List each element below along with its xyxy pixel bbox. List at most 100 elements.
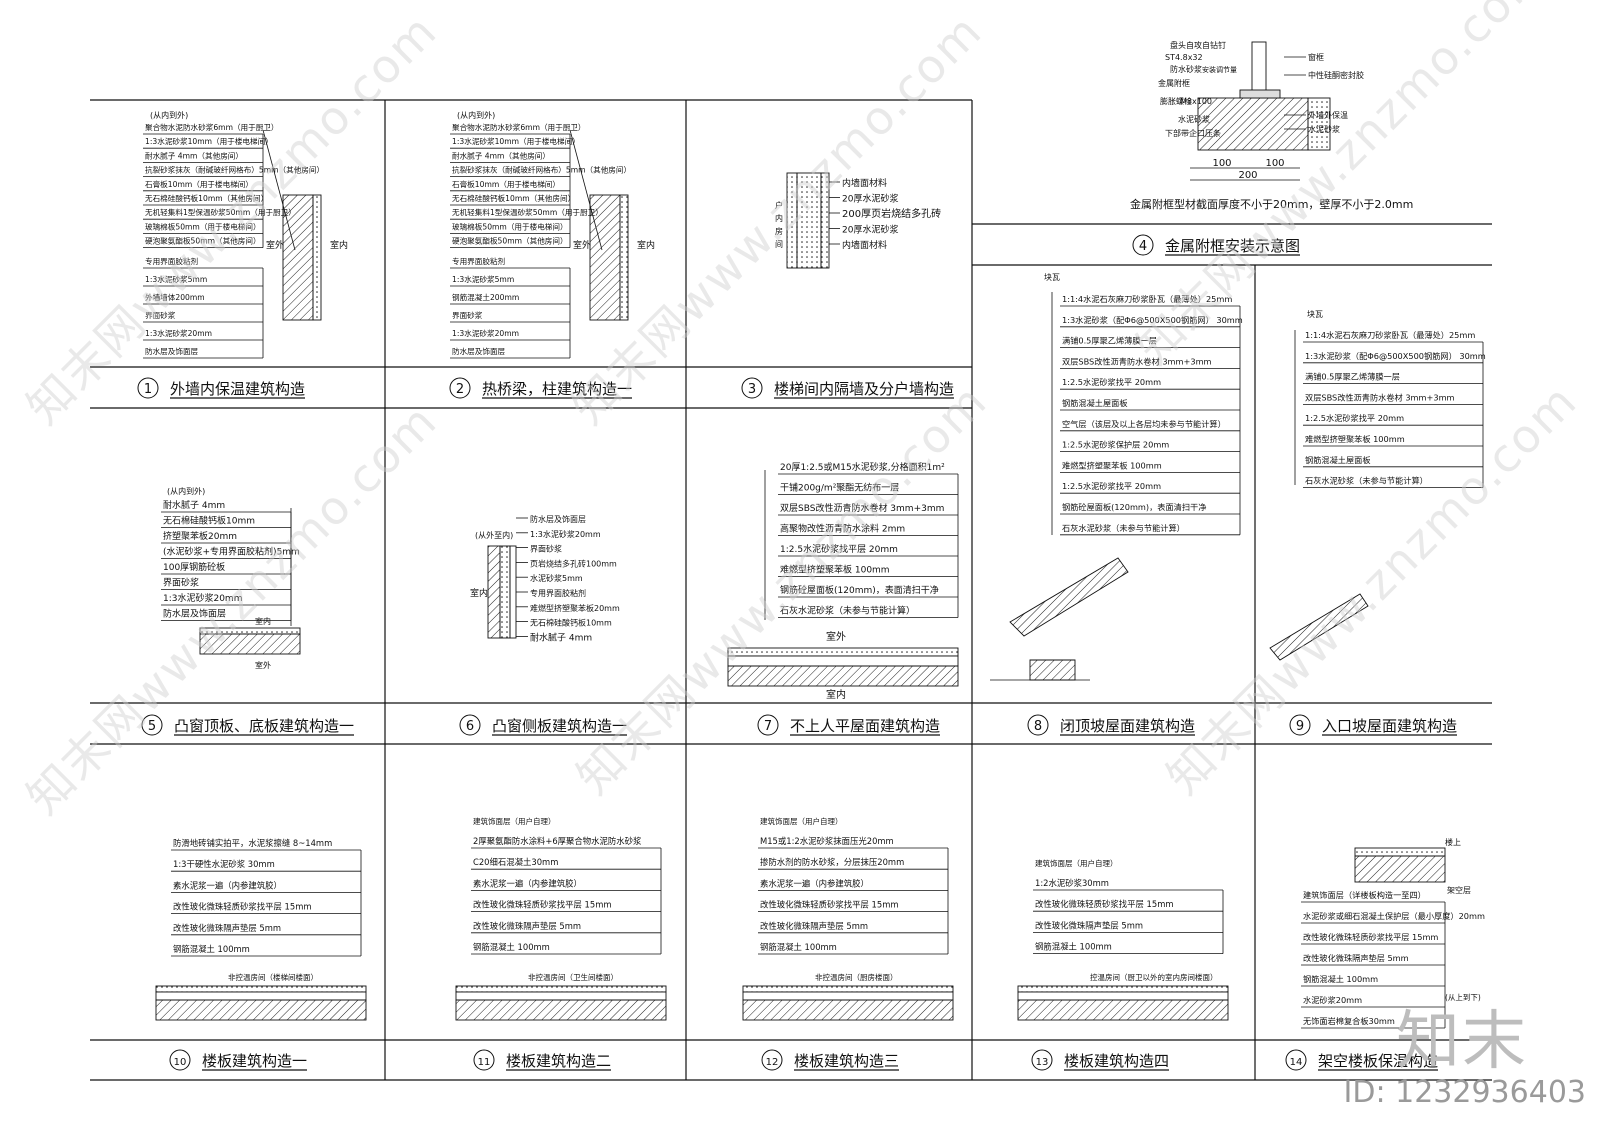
layer-text: M15或1:2水泥砂浆抹面压光20mm (760, 836, 894, 846)
label-left: 膨胀螺栓 (1160, 96, 1192, 106)
title-text: 凸窗顶板、底板建筑构造一 (174, 717, 354, 735)
slab-layer (199, 633, 301, 655)
detail-4-metal-frame: 盘头自攻自钻钉ST4.8x32防水砂浆金属附框膨胀螺栓M8x100水泥砂浆下部带… (1130, 40, 1413, 211)
protect-layer (727, 647, 959, 657)
layer-text: 改性玻化微珠轻质砂浆找平层 15mm (173, 902, 312, 912)
layer-finish-text: 硬泡聚氨酯板50mm（其他房间） (145, 236, 261, 246)
finish-layer (455, 985, 667, 993)
outside-label: 室外 (255, 660, 271, 670)
label-right: 外墙外保温 (1308, 110, 1348, 120)
title-number-circle (1285, 1049, 1307, 1071)
title-number-circle (473, 1049, 495, 1071)
layer-text: 双层SBS改性沥青防水卷材 3mm+3mm (1062, 356, 1212, 366)
finish-layer (1354, 847, 1446, 857)
layer-text: 改性玻化微珠隔声垫层 5mm (173, 923, 281, 933)
label-left: M8x100 (1180, 97, 1212, 106)
title-number: 12 (766, 1057, 779, 1068)
layer-text: 高聚物改性沥青防水涂料 2mm (780, 523, 905, 535)
layer-text: 1:3水泥砂浆20mm (530, 529, 601, 539)
layer-text: 20厚水泥砂浆 (842, 193, 898, 205)
layer-text: 钢筋混凝土 100mm (473, 942, 550, 952)
layer-text: 耐水腻子 4mm (530, 631, 592, 643)
layer-text: 石灰水泥砂浆（未参与节能计算） (1305, 476, 1428, 486)
slab-layer (742, 999, 954, 1021)
layer-text: 难燃型挤塑聚苯板 100mm (1062, 460, 1162, 470)
slab-layer (1017, 999, 1229, 1021)
label-mid: 安装调节量 (1202, 65, 1237, 74)
layer-finish-text: 玻璃棉板50mm（用于楼电梯间） (145, 221, 261, 231)
layer-text: 1:3干硬性水泥砂浆 30mm (173, 859, 275, 869)
layer-finish-text: 无机轻集料1型保温砂浆50mm（用于厨卫） (452, 207, 603, 217)
title-text: 楼梯间内隔墙及分户墙构造 (774, 380, 954, 398)
layer-text: 钢筋混凝土屋面板 (1305, 455, 1371, 465)
layer-text: 干铺200g/m²聚酯无纺布一层 (780, 482, 899, 494)
layer-text: 石灰水泥砂浆（未参与节能计算） (1062, 523, 1185, 533)
layer-text: 20厚水泥砂浆 (842, 224, 898, 236)
layer-base-text: 专用界面胶粘剂 (452, 256, 505, 266)
layer-base-text: 专用界面胶粘剂 (145, 256, 198, 266)
layer-base-text: 1:3水泥砂浆5mm (145, 274, 207, 284)
slab-layer (1354, 855, 1446, 883)
title-number-circle (741, 377, 763, 399)
layer-finish-text: 无石棉硅酸钙板10mm（其他房间） (452, 193, 575, 203)
layer-base-text: 1:3水泥砂浆20mm (145, 328, 212, 338)
layer-text: 1:3水泥砂浆（配Φ6@500X500钢筋网） 30mm (1305, 351, 1486, 361)
title-text: 金属附框安装示意图 (1165, 237, 1300, 255)
title-text: 不上人平屋面建筑构造 (790, 717, 940, 735)
slab-layer (455, 999, 667, 1021)
title-text: 楼板建筑构造二 (506, 1052, 611, 1070)
screed-layer (155, 991, 367, 1001)
title-text: 外墙内保温建筑构造 (170, 380, 305, 398)
layer-text: (水泥砂浆+专用界面胶粘剂)5mm (163, 546, 300, 558)
head-note: 建筑饰面层（用户自理） (1035, 858, 1118, 868)
layer-text: 防滑地砖铺实拍平，水泥浆擦缝 8~14mm (173, 838, 332, 848)
layer-text: 满铺0.5厚聚乙烯薄膜一层 (1062, 336, 1157, 346)
side-label-char: 内 (775, 213, 783, 223)
layer-base-text: 界面砂浆 (452, 310, 483, 320)
title-number-circle (757, 714, 779, 736)
layer-text: 无石棉硅酸钙板10mm (163, 515, 255, 527)
layer-text: 专用界面胶粘剂 (530, 588, 586, 598)
layer-text: 界面砂浆 (530, 544, 562, 554)
detail-12-floor-3: 建筑饰面层（用户自理）M15或1:2水泥砂浆抹面压光20mm掺防水剂的防水砂浆，… (742, 816, 954, 1021)
finish-layer (742, 985, 954, 993)
order-note: (从内到外) (150, 110, 188, 120)
layer-finish-text: 抗裂砂浆抹灰（耐碱玻纤网格布）5mm（其他房间） (145, 165, 324, 175)
layer-base-text: 界面砂浆 (145, 310, 176, 320)
insulation-layer (499, 545, 511, 639)
layer-base-text: 防水层及饰面层 (145, 346, 199, 356)
room-note: 非控温房间（卫生间楼面） (528, 972, 618, 982)
outside-label: 室外 (573, 239, 591, 251)
layer-text: 耐水腻子 4mm (163, 499, 225, 511)
dim-text: 100 (1212, 158, 1231, 169)
title-number: 7 (764, 719, 772, 734)
wall-section (589, 194, 621, 321)
layer-finish-text: 无机轻集料1型保温砂浆50mm（用于厨卫） (145, 207, 296, 217)
layer-text: 1:2水泥砂浆30mm (1035, 878, 1109, 888)
ext-insulation (1307, 97, 1331, 151)
order-note: (从内到外) (457, 110, 495, 120)
layer-text: 200厚页岩烧结多孔砖 (842, 207, 941, 220)
title-text: 凸窗侧板建筑构造一 (492, 717, 627, 735)
insulation-layer (619, 194, 629, 321)
metal-subframe (1239, 89, 1281, 99)
plaster-layer (820, 172, 830, 269)
layer-text: 钢筋混凝土 100mm (1035, 942, 1112, 952)
layer-text: 1:2.5水泥砂浆找平 20mm (1062, 377, 1161, 387)
side-label: 架空层 (1447, 885, 1471, 895)
layer-text: 素水泥浆一遍（内参建筑胶） (760, 878, 869, 888)
layer-text: 改性玻化微珠隔声垫层 5mm (473, 921, 581, 931)
layer-text: 1:2.5水泥砂浆保护层 20mm (1062, 440, 1169, 450)
layer-text: 钢筋砼屋面板(120mm)，表面清扫干净 (1062, 502, 1206, 512)
detail-9-entrance-roof: 块瓦1:1:4水泥石灰麻刀砂浆卧瓦（最薄处）25mm1:3水泥砂浆（配Φ6@50… (1269, 309, 1486, 661)
title-text: 入口坡屋面建筑构造 (1322, 717, 1457, 735)
plaster-layer (786, 172, 798, 269)
title-number-circle (1031, 1049, 1053, 1071)
side-label-char: 间 (775, 240, 783, 249)
layer-text: 改性玻化微珠隔声垫层 5mm (1035, 920, 1143, 930)
outside-label: 室外 (826, 630, 846, 643)
layer-text: 水泥砂浆5mm (530, 573, 583, 583)
room-note: 非控温房间（厨房楼面） (815, 972, 898, 982)
roof-slab (1269, 593, 1369, 661)
